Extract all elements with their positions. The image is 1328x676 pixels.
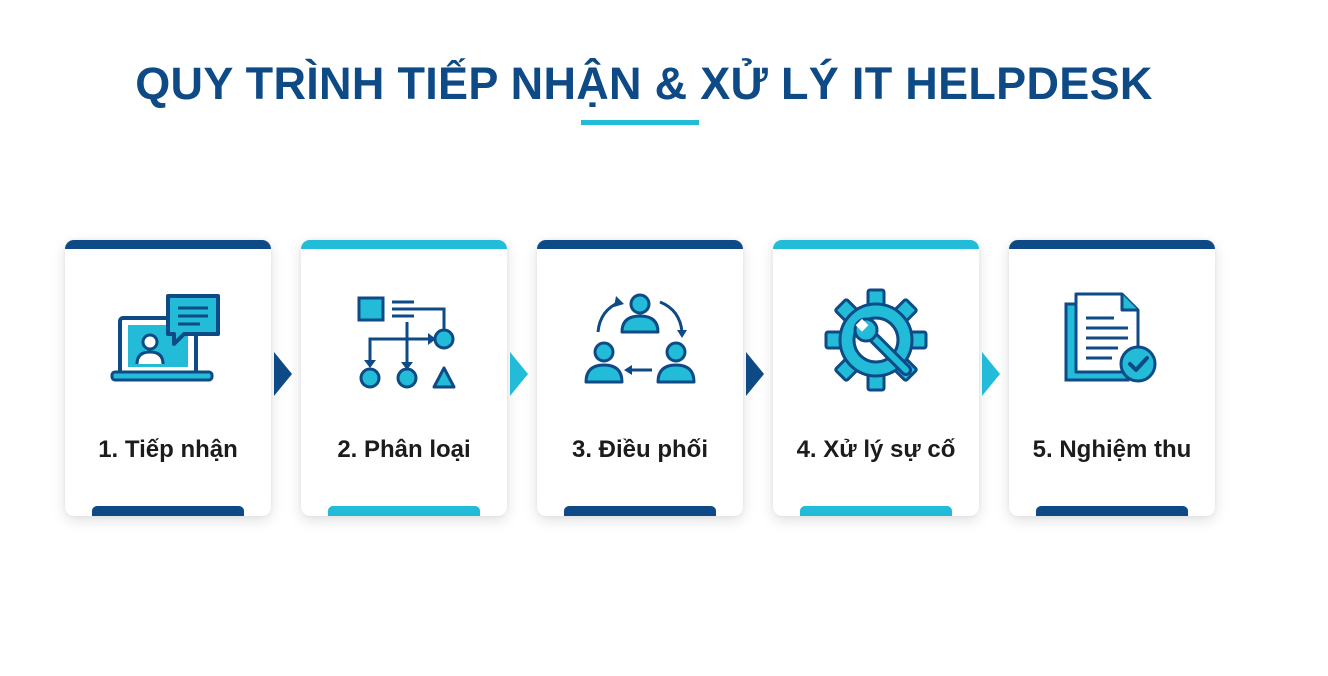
card-bottom-bar — [92, 506, 244, 516]
chevron-right-icon — [510, 352, 528, 396]
card-top-bar — [301, 240, 507, 249]
flowchart-icon — [357, 296, 456, 389]
gear-wrench-icon — [824, 288, 928, 392]
card-top-bar — [537, 240, 743, 249]
laptop-chat-icon — [110, 294, 220, 382]
step-card-3: 3. Điều phối — [537, 240, 743, 516]
card-bottom-bar — [1036, 506, 1188, 516]
card-top-bar — [65, 240, 271, 249]
step-card-2: 2. Phân loại — [301, 240, 507, 516]
card-top-bar — [773, 240, 979, 249]
chevron-right-icon — [982, 352, 1000, 396]
step-label: 1. Tiếp nhận — [98, 436, 238, 463]
card-top-bar — [1009, 240, 1215, 249]
step-label: 3. Điều phối — [571, 436, 708, 463]
page-title: QUY TRÌNH TIẾP NHẬN & XỬ LÝ IT HELPDESK — [135, 58, 1153, 109]
card-bottom-bar — [564, 506, 716, 516]
step-label: 2. Phân loại — [337, 436, 471, 463]
chevron-right-icon — [746, 352, 764, 396]
step-card-4: 4. Xử lý sự cố — [773, 240, 979, 516]
card-bottom-bar — [328, 506, 480, 516]
team-cycle-icon — [584, 293, 696, 384]
step-card-1: 1. Tiếp nhận — [65, 240, 271, 516]
step-card-5: 5. Nghiệm thu — [1009, 240, 1215, 516]
chevron-right-icon — [274, 352, 292, 396]
document-check-icon — [1064, 292, 1157, 383]
step-label: 4. Xử lý sự cố — [796, 436, 956, 463]
title-underline — [581, 120, 699, 125]
step-label: 5. Nghiệm thu — [1032, 436, 1192, 463]
card-bottom-bar — [800, 506, 952, 516]
